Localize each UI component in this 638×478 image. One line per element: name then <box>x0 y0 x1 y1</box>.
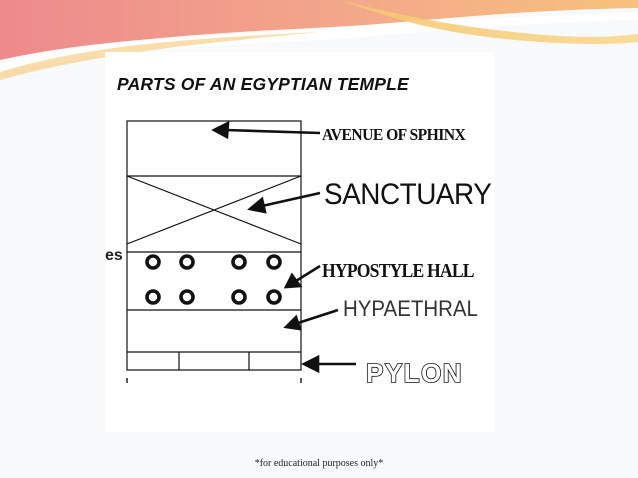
footnote: *for educational purposes only* <box>254 458 384 469</box>
arrowhead-hypaethral <box>283 314 302 331</box>
diagram-title: PARTS OF AN EGYPTIAN TEMPLE <box>117 74 409 94</box>
arrowhead-sanctuary <box>247 196 267 214</box>
column <box>231 254 247 270</box>
column <box>145 289 161 305</box>
column <box>231 289 247 305</box>
arrow-hypaethral <box>297 308 339 325</box>
column <box>179 254 195 270</box>
column <box>266 289 282 305</box>
clipped-text-fragment: es <box>105 247 123 264</box>
temple-outline <box>126 120 302 371</box>
arrow-sanctuary <box>261 191 321 208</box>
base-tick-left <box>126 378 128 383</box>
column <box>266 254 282 270</box>
label-avenue-of-sphinx: AVENUE OF SPHINX <box>322 125 466 144</box>
banner-white-swoosh <box>0 12 638 72</box>
banner-band <box>0 0 638 60</box>
diagram-panel <box>105 52 495 432</box>
sanctuary-cross-b <box>126 175 302 245</box>
column <box>179 289 195 305</box>
header-banner <box>0 0 638 80</box>
arrowhead-pylon <box>301 354 320 374</box>
base-tick-right <box>300 378 302 383</box>
arrowhead-hypostyle <box>283 272 303 289</box>
banner-gold-swoosh <box>340 0 638 44</box>
column <box>145 254 161 270</box>
label-hypostyle-hall: HYPOSTYLE HALL <box>322 260 475 282</box>
label-sanctuary: SANCTUARY <box>324 178 492 211</box>
arrow-hypostyle <box>295 264 321 283</box>
label-hypaethral: HYPAETHRAL <box>343 296 478 321</box>
arrow-avenue <box>225 128 321 135</box>
label-pylon: PYLON <box>365 357 464 389</box>
arrowhead-avenue <box>211 120 230 140</box>
